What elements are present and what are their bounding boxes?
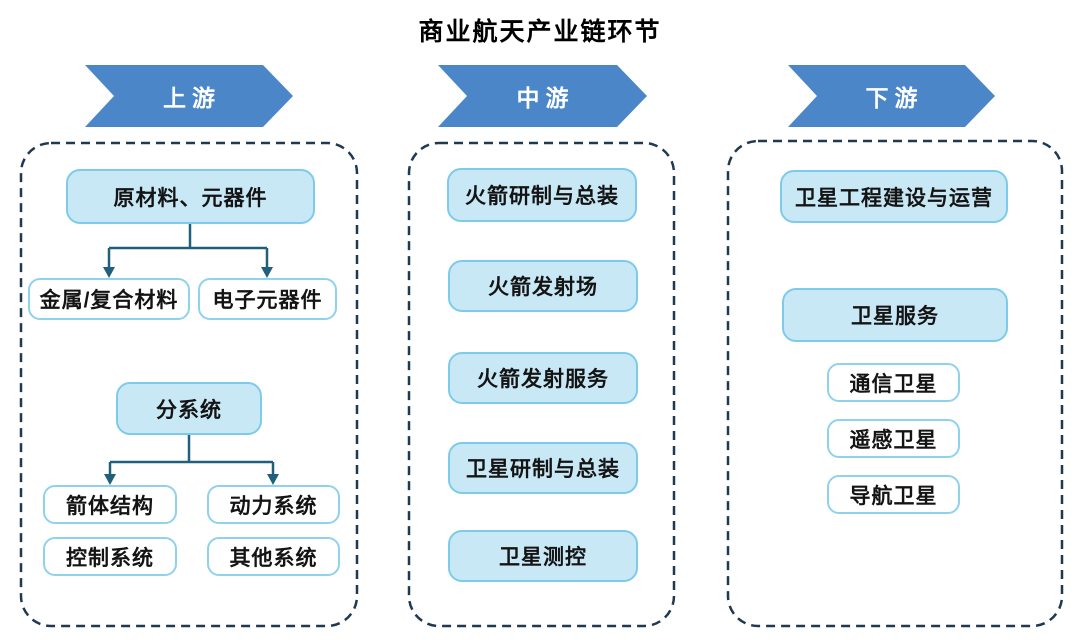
diagram-title: 商业航天产业链环节 [418,18,662,46]
box-satellite-tt-and-c: 卫星测控 [448,530,638,582]
arrowhead-down-icon [104,474,116,485]
box-rocket-body-structure: 箭体结构 [43,485,177,524]
downstream-label: 下游 [865,85,924,111]
box-control-system: 控制系统 [43,537,177,576]
box-metal-composite-materials: 金属/复合材料 [28,278,190,320]
box-rocket-launch-site: 火箭发射场 [448,260,638,312]
box-other-systems: 其他系统 [207,537,340,576]
box-rocket-launch-service: 火箭发射服务 [448,352,638,404]
arrowhead-down-icon [261,267,273,278]
downstream-arrow-banner: 下游 [788,65,995,127]
connector-raw-materials-tree [107,224,269,268]
box-satellite-development-assembly: 卫星研制与总装 [448,442,638,494]
box-communication-satellite: 通信卫星 [827,363,960,402]
box-power-system: 动力系统 [207,485,340,524]
connector-subsystems-tree [108,435,275,475]
box-rocket-development-assembly: 火箭研制与总装 [447,168,637,222]
midstream-arrow-banner: 中游 [438,65,647,127]
box-satellite-services: 卫星服务 [782,288,1008,342]
box-raw-materials-components: 原材料、元器件 [66,169,315,224]
upstream-label: 上游 [163,85,221,111]
box-remote-sensing-satellite: 遥感卫星 [827,419,960,458]
arrowhead-down-icon [267,474,279,485]
arrowhead-down-icon [103,267,115,278]
box-subsystems: 分系统 [116,382,262,435]
box-satellite-engineering-construction-operation: 卫星工程建设与运营 [780,170,1008,223]
midstream-label: 中游 [516,85,575,111]
box-navigation-satellite: 导航卫星 [827,475,960,514]
box-electronic-components: 电子元器件 [198,278,337,320]
upstream-arrow-banner: 上游 [85,65,293,127]
